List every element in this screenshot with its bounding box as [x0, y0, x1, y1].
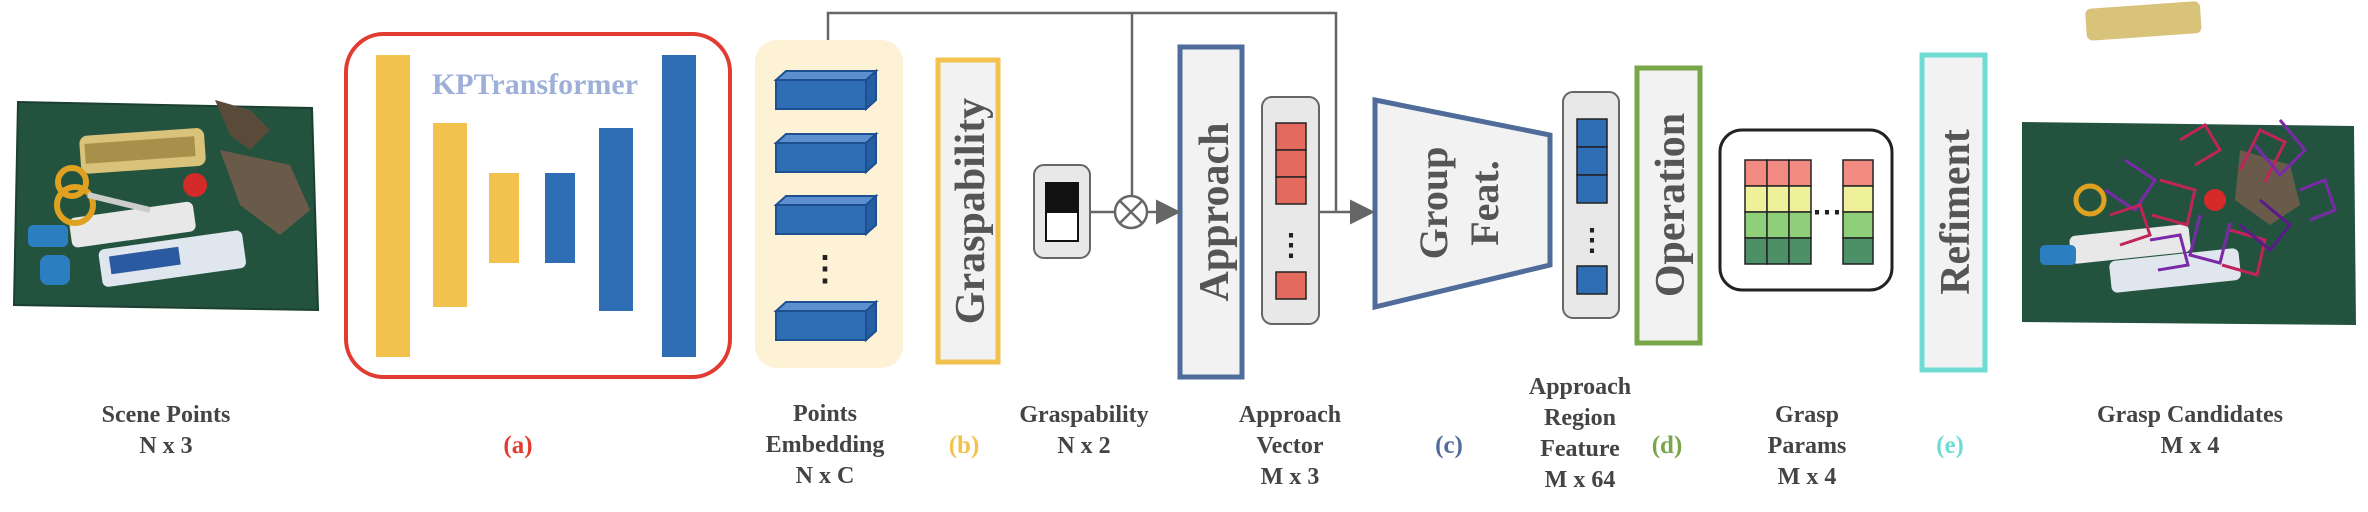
approach-vector-line1: Approach [1238, 402, 1342, 428]
approach-cell-2 [1275, 149, 1307, 178]
region-feature-line1: Approach [1528, 374, 1632, 400]
graspability-box [935, 57, 1001, 365]
approach-box [1177, 44, 1245, 380]
points-embedding-shape: N x C [795, 463, 855, 489]
region-cell-3 [1576, 174, 1608, 204]
approach-vector-caption: Approach Vector M x 3 [1195, 400, 1385, 493]
region-feature-line3: Feature [1540, 436, 1620, 462]
operation-label: Operation [1648, 113, 1694, 297]
grasp-params-line1: Grasp [1774, 402, 1839, 428]
grasp-params-grid-left [1744, 159, 1812, 265]
refinement-box [1919, 52, 1988, 373]
approach-vector-line2: Vector [1256, 433, 1324, 459]
stage-tag-d: (d) [1651, 432, 1683, 459]
approach-cell-1 [1275, 122, 1307, 151]
region-cell-4 [1576, 265, 1608, 295]
stage-tag-c: (c) [1435, 432, 1463, 459]
points-embedding-line1: Points [792, 401, 857, 427]
grasp-params-caption: Grasp Params M x 4 [1722, 400, 1892, 493]
scene-point-cloud-image [12, 100, 320, 312]
scene-points-title: Scene Points [101, 402, 231, 428]
decoder-bar-3 [545, 173, 575, 263]
connectors [826, 11, 1375, 225]
stage-tag-a: (a) [503, 432, 533, 459]
grasp-params-ellipsis: ⋯ [1812, 196, 1842, 229]
embedding-prism-1 [773, 68, 879, 112]
region-cell-2 [1576, 146, 1608, 176]
encoder-bar-3 [489, 173, 519, 263]
scene-points-shape: N x 3 [139, 433, 193, 459]
approach-label: Approach [1192, 123, 1238, 302]
region-feature-line2: Region [1544, 405, 1616, 431]
encoder-bar-2 [433, 123, 467, 307]
feat-label: Feat. [1462, 160, 1507, 246]
approach-vector-shape: M x 3 [1260, 464, 1320, 490]
embedding-prism-2 [773, 131, 879, 175]
group-feature-block [1372, 96, 1553, 311]
decoder-bar-2 [599, 128, 633, 311]
graspability-caption: Graspability N x 2 [984, 400, 1184, 462]
group-label: Group [1411, 147, 1456, 260]
embedding-prism-4 [773, 299, 879, 343]
approach-cell-4 [1275, 271, 1307, 300]
graspability-title: Graspability [1019, 402, 1149, 428]
grasp-params-line2: Params [1767, 433, 1847, 459]
region-feature-caption: Approach Region Feature M x 64 [1490, 372, 1670, 496]
grasp-candidates-title: Grasp Candidates [2096, 402, 2284, 428]
region-cell-1 [1576, 118, 1608, 148]
region-ellipsis: ⋮ [1577, 224, 1607, 257]
decoder-bar-1 [662, 55, 696, 357]
grasp-candidates-image [2022, 1, 2356, 325]
graspability-cell-filled [1045, 182, 1079, 213]
grasp-params-grid-right [1842, 159, 1874, 265]
operation-box [1634, 65, 1703, 346]
grasp-candidates-caption: Grasp Candidates M x 4 [2060, 400, 2320, 462]
approach-ellipsis: ⋮ [1276, 229, 1306, 262]
grasp-candidates-shape: M x 4 [2160, 433, 2220, 459]
graspability-shape: N x 2 [1057, 433, 1111, 459]
kptransformer-label: KPTransformer [432, 68, 638, 101]
embedding-ellipsis: ⋮ [808, 251, 842, 288]
stage-tag-b: (b) [948, 432, 980, 459]
points-embedding-line2: Embedding [765, 432, 885, 458]
approach-cell-3 [1275, 176, 1307, 205]
graspability-cell-empty [1045, 211, 1079, 242]
embedding-prism-3 [773, 193, 879, 237]
stage-tag-e: (e) [1936, 432, 1964, 459]
points-embedding-caption: Points Embedding N x C [730, 399, 920, 492]
kptransformer-border [344, 32, 732, 379]
graspability-label: Graspability [948, 98, 994, 324]
grasp-params-shape: M x 4 [1777, 464, 1837, 490]
region-feature-shape: M x 64 [1544, 467, 1616, 493]
encoder-bar-1 [376, 55, 410, 357]
refinement-label: Refiment [1933, 129, 1979, 295]
scene-points-caption: Scene Points N x 3 [56, 400, 276, 462]
